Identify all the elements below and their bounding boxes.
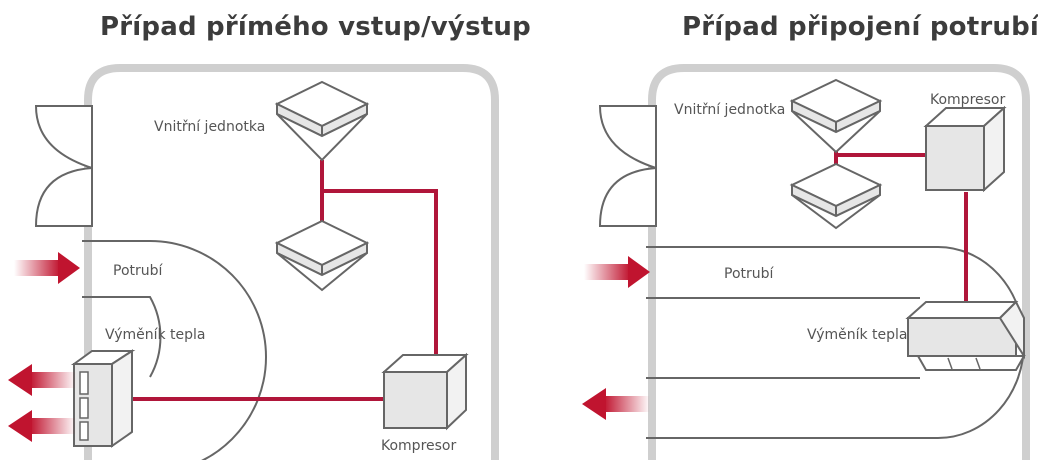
left-label-indoor-unit: Vnitřní jednotka [154, 119, 265, 135]
left-refrigerant-pipes [128, 160, 438, 401]
right-label-heat-exchanger: Výměník tepla [807, 327, 908, 343]
left-airflow-in-arrow [14, 252, 80, 284]
left-label-heat-exchanger: Výměník tepla [105, 327, 206, 343]
left-outdoor-louver [34, 105, 93, 227]
right-airflow-out-arrow [582, 388, 650, 420]
right-panel: Vnitřní jednotka Kompresor Potrubí Výměn… [582, 64, 1030, 460]
right-indoor-unit-top [789, 78, 883, 154]
left-panel: Vnitřní jednotka Potrubí Výměník tepla K… [8, 64, 499, 460]
right-panel-title: Případ připojení potrubím [682, 12, 1038, 42]
right-airflow-in-arrow [584, 256, 650, 288]
left-panel-title: Případ přímého vstup/výstup [100, 12, 531, 42]
right-outdoor-louver [598, 105, 657, 227]
right-compressor [923, 105, 1007, 193]
left-building-outline [84, 64, 499, 460]
left-indoor-unit-bottom [274, 219, 370, 292]
right-indoor-unit-bottom [789, 162, 883, 230]
left-indoor-unit-top [274, 80, 370, 162]
left-heat-exchanger [70, 349, 136, 448]
right-label-compressor: Kompresor [930, 92, 1005, 108]
right-label-indoor-unit: Vnitřní jednotka [674, 102, 785, 118]
left-label-duct: Potrubí [113, 263, 164, 279]
left-label-compressor: Kompresor [381, 438, 456, 454]
right-label-duct: Potrubí [724, 266, 775, 282]
right-building-outline [648, 64, 1030, 460]
left-compressor [381, 352, 469, 431]
right-heat-exchanger [905, 300, 1026, 371]
left-airflow-out-arrow-1 [8, 364, 76, 396]
left-airflow-out-arrow-2 [8, 410, 76, 442]
